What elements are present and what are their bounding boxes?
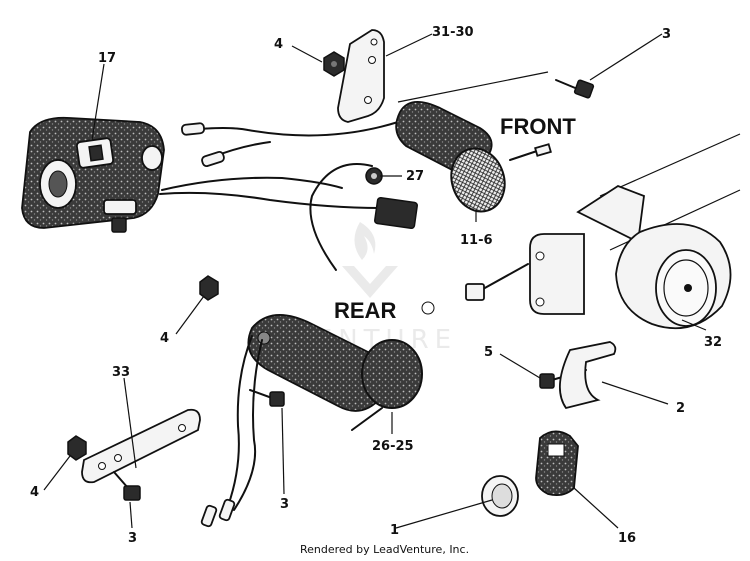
- grommet-27: [365, 167, 383, 185]
- nut-4-bot: [67, 435, 87, 461]
- callout-17: 17: [98, 51, 116, 66]
- bolt-3-mid: [249, 389, 285, 407]
- leader-lines: [43, 33, 707, 529]
- callout-31-30: 31-30: [432, 25, 474, 40]
- clamp-2: [559, 341, 617, 410]
- front-turn-signal-11-6: [337, 29, 552, 213]
- callout-11-6: 11-6: [460, 233, 493, 248]
- bulb-16: [535, 430, 579, 497]
- bolt-3-bot: [113, 471, 141, 501]
- nut-4-mid: [199, 275, 219, 301]
- rear-turn-signal-26-25: [200, 301, 435, 528]
- callout-3-bot: 3: [128, 531, 137, 546]
- switch-housing-17: [21, 116, 165, 233]
- callout-4-mid: 4: [160, 331, 169, 346]
- horn-32: [465, 133, 741, 330]
- callout-3-mid: 3: [280, 497, 289, 512]
- callout-33: 33: [112, 365, 130, 380]
- wiring-harness: [159, 121, 418, 271]
- front-heading: FRONT: [500, 114, 576, 139]
- callout-1: 1: [390, 523, 399, 538]
- callout-5: 5: [484, 345, 493, 360]
- callout-27: 27: [406, 169, 424, 184]
- callout-16: 16: [618, 531, 636, 546]
- callout-26-25: 26-25: [372, 439, 414, 454]
- bracket-33: [81, 408, 201, 484]
- callout-4-bot: 4: [30, 485, 39, 500]
- nut-4-top: [323, 51, 345, 77]
- callout-2: 2: [676, 401, 685, 416]
- rear-heading: REAR: [334, 298, 396, 323]
- callout-4-top: 4: [274, 37, 283, 52]
- bolt-3-top: [555, 79, 595, 99]
- callout-32: 32: [704, 335, 722, 350]
- footer-credit: Rendered by LeadVenture, Inc.: [300, 543, 469, 556]
- callout-3-top: 3: [662, 27, 671, 42]
- socket-1: [481, 475, 519, 517]
